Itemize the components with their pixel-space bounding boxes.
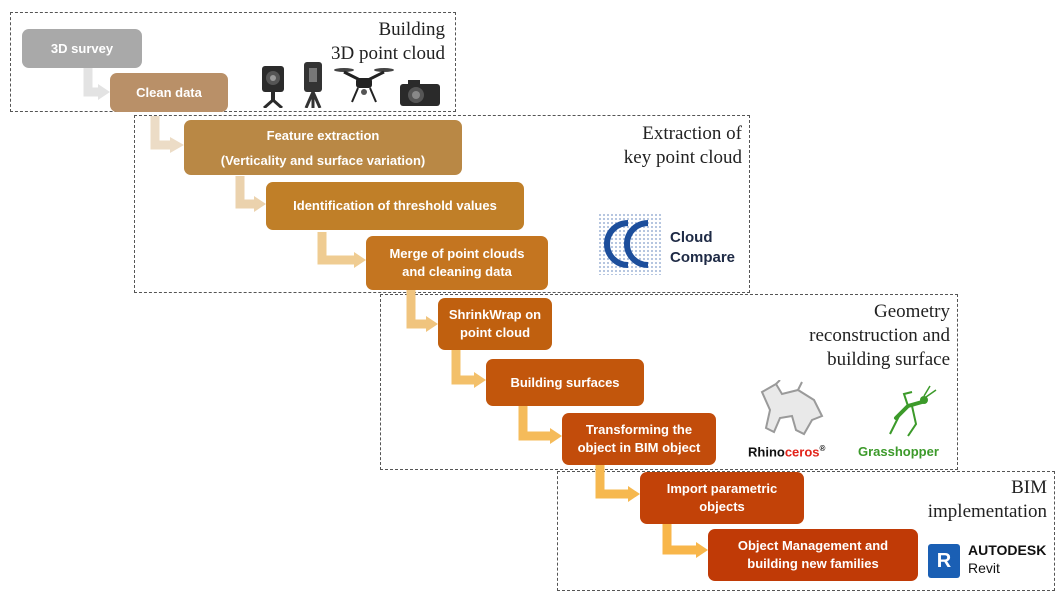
arrowhead-1	[98, 84, 110, 100]
arrowhead-4	[354, 252, 366, 268]
step-shrinkwrap: ShrinkWrap on point cloud	[438, 298, 552, 350]
arrow-clean-to-feature	[150, 116, 172, 150]
section-geometry-reconstruction	[380, 294, 958, 470]
arrowhead-6	[474, 372, 486, 388]
step-import-parametric: Import parametric objects	[640, 472, 804, 524]
arrow-survey-to-clean	[83, 68, 100, 97]
drone-icon	[334, 68, 394, 103]
section-title-extraction: Extraction of key point cloud	[623, 123, 742, 168]
grasshopper-logo: Grasshopper	[856, 384, 956, 462]
arrow-merge-to-shrinkwrap	[406, 290, 428, 329]
autodesk-wordmark: AUTODESK	[968, 542, 1047, 558]
arrowhead-7	[550, 428, 562, 444]
rhino-registered-mark: ®	[819, 444, 826, 453]
section-title-building: Building 3D point cloud	[331, 19, 445, 64]
arrow-feature-to-threshold	[235, 176, 256, 209]
rhinoceros-logo: Rhinoceros®	[744, 380, 844, 462]
rhino-text-b: ceros	[784, 444, 820, 460]
arrowhead-2	[170, 137, 184, 153]
arrowhead-5	[426, 316, 438, 332]
arrowhead-3	[254, 196, 266, 212]
arrowhead-9	[696, 542, 708, 558]
rhinoceros-wordmark: Rhinoceros®	[748, 444, 825, 459]
grasshopper-icon	[889, 385, 937, 437]
step-clean-data: Clean data	[110, 73, 228, 112]
arrowhead-8	[628, 486, 640, 502]
arrow-surfaces-to-transform	[518, 406, 552, 441]
arrow-threshold-to-merge	[317, 232, 356, 265]
section-title-geometry: Geometry reconstruction and building sur…	[809, 301, 950, 370]
terrestrial-scanner-icon	[304, 62, 322, 108]
section-extraction-key-point-cloud	[134, 115, 750, 293]
survey-devices-icon	[262, 62, 440, 108]
step-transform-bim-object: Transforming the object in BIM object	[562, 413, 716, 465]
section-title-bim: BIM implementation	[927, 477, 1047, 522]
laser-scanner-icon	[262, 66, 284, 108]
cloudcompare-logo: Cloud Compare	[598, 213, 748, 275]
autodesk-revit-logo: R AUTODESK Revit	[928, 540, 1048, 584]
rhino-icon	[760, 380, 824, 436]
cloudcompare-line2: Compare	[670, 249, 736, 266]
step-feature-extraction: Feature extraction (Verticality and surf…	[184, 120, 462, 175]
arrow-transform-to-import	[595, 462, 630, 499]
section-building-point-cloud	[10, 12, 456, 112]
arrow-import-to-manage	[662, 520, 698, 555]
revit-wordmark: Revit	[968, 560, 1000, 576]
grasshopper-wordmark: Grasshopper	[858, 444, 939, 459]
step-threshold-values: Identification of threshold values	[266, 182, 524, 230]
section-bim-implementation	[557, 471, 1055, 591]
rhino-text-a: Rhino	[748, 444, 785, 460]
revit-badge-icon: R	[928, 544, 960, 578]
step-object-management: Object Management and building new famil…	[708, 529, 918, 581]
camera-icon	[400, 80, 440, 106]
cloudcompare-line1: Cloud	[670, 229, 713, 246]
cloudcompare-icon	[598, 213, 662, 275]
arrow-shrinkwrap-to-surfaces	[451, 350, 476, 385]
step-building-surfaces: Building surfaces	[486, 359, 644, 406]
step-merge-point-clouds: Merge of point clouds and cleaning data	[366, 236, 548, 290]
step-3d-survey: 3D survey	[22, 29, 142, 68]
